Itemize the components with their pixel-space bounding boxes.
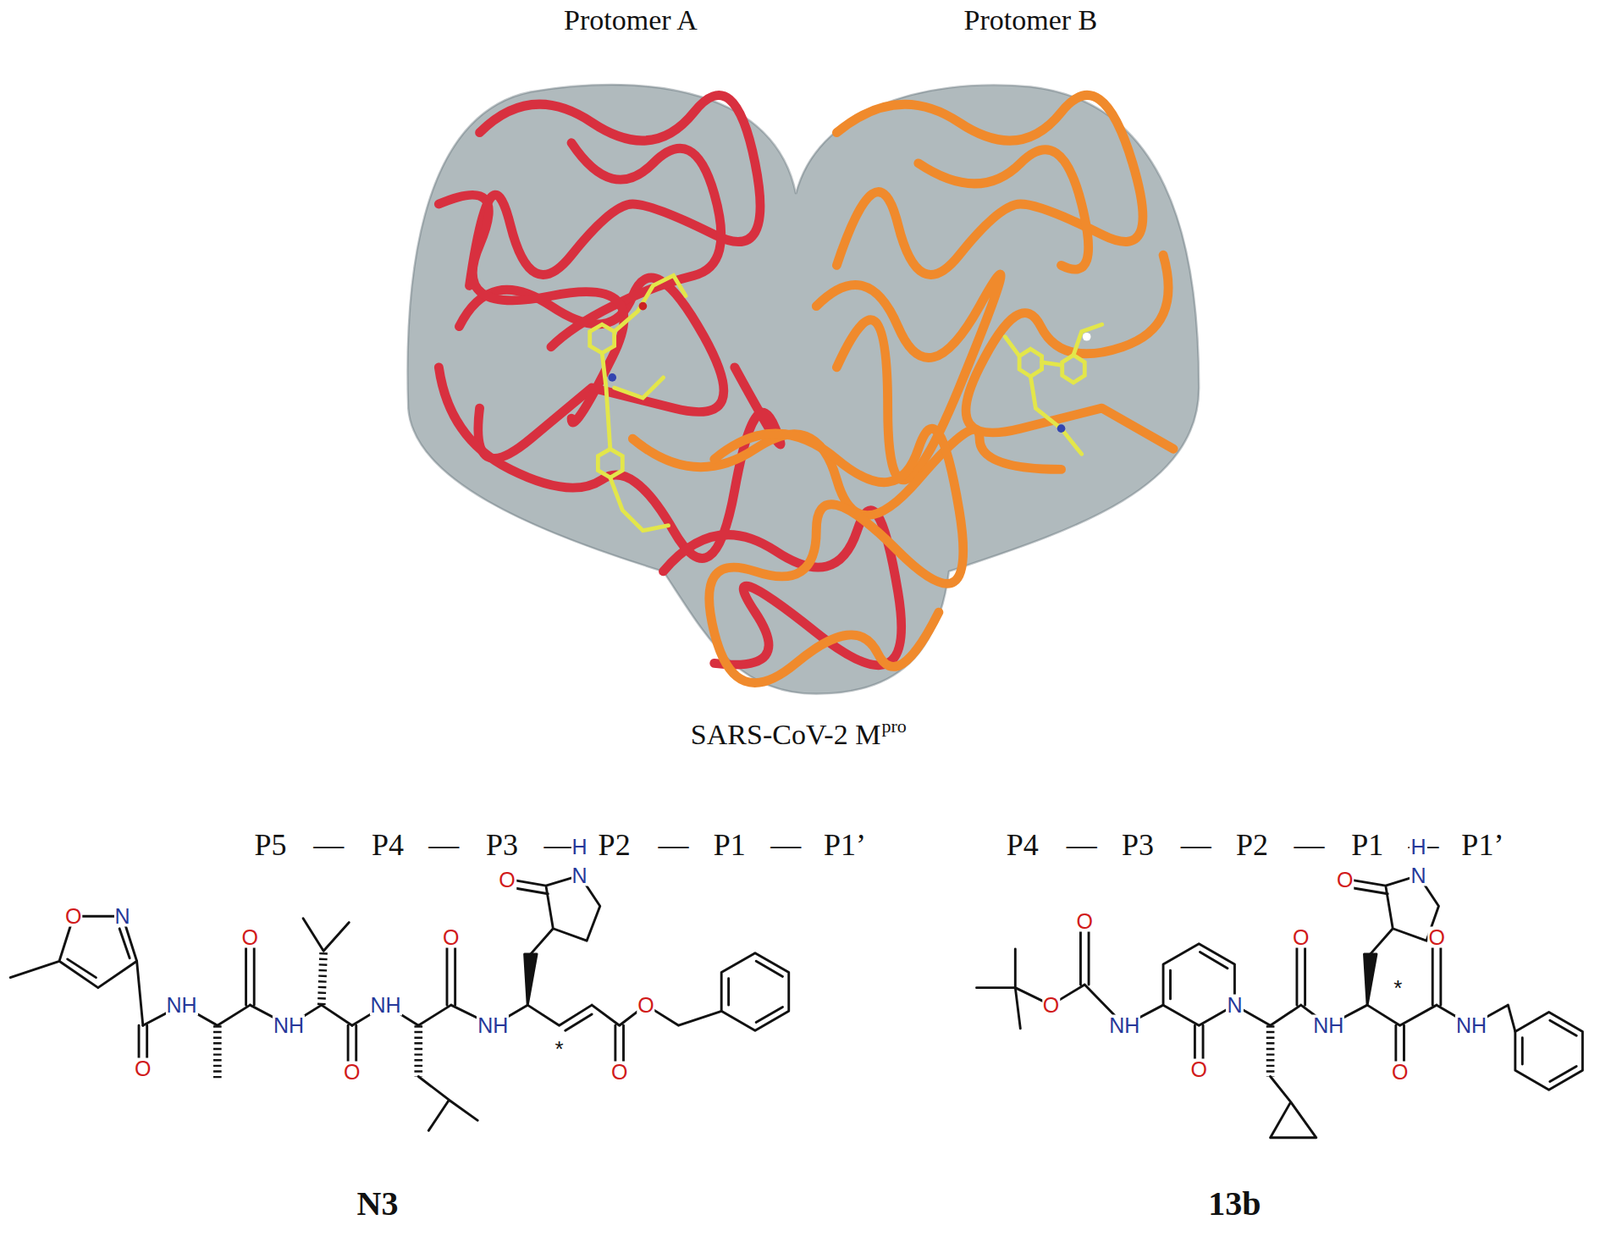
atom-label: NH — [1455, 1015, 1488, 1037]
position-label: P2 — [1235, 829, 1269, 861]
stereo-marker: * — [1393, 976, 1402, 999]
position-label: P1 — [713, 829, 746, 861]
position-label: P4 — [371, 829, 404, 861]
atom-label: NH — [1312, 1015, 1345, 1037]
atom-label: O — [441, 926, 460, 948]
position-label: P2 — [598, 829, 631, 861]
atom-label: NH — [165, 994, 198, 1016]
atom-label: O — [497, 869, 516, 891]
position-dash: — — [1066, 829, 1098, 861]
atom-label: O — [1335, 869, 1354, 891]
atom-label: NH — [272, 1015, 305, 1037]
13b-structure — [976, 875, 1584, 1138]
protomer-a-ribbon — [438, 94, 901, 665]
atom-label: O — [1042, 994, 1060, 1016]
bound-ligand — [590, 275, 1103, 530]
atom-label: O — [1075, 910, 1094, 933]
atom-label: O — [133, 1058, 152, 1080]
atom-label: N — [1409, 865, 1427, 887]
position-dash: — — [1180, 829, 1212, 861]
ligand-heteroatoms — [607, 302, 1091, 433]
position-dash: — — [658, 829, 690, 861]
compound-label: N3 — [357, 1186, 399, 1221]
position-label: P4 — [1006, 829, 1039, 861]
atom-label: NH — [369, 994, 403, 1016]
atom-label: H — [1409, 836, 1427, 858]
atom-label: N — [114, 905, 132, 927]
atom-label: O — [1190, 1059, 1209, 1081]
protein-surface — [407, 84, 1199, 694]
atom-label: O — [636, 994, 655, 1016]
protomer-b-ribbon — [632, 94, 1174, 683]
position-label: P3 — [485, 829, 519, 861]
atom-label: H — [571, 836, 589, 858]
atom-label: O — [610, 1060, 629, 1082]
position-dash: — — [770, 829, 801, 861]
n3-structure — [10, 875, 789, 1131]
position-label: P1 — [1351, 829, 1384, 861]
compound-label: 13b — [1208, 1186, 1261, 1221]
protein-name-superscript: pro — [881, 717, 906, 736]
position-dash: — — [1293, 829, 1325, 861]
position-label: P1’ — [823, 829, 867, 861]
atom-label: O — [1291, 926, 1310, 948]
stereo-marker: * — [554, 1037, 563, 1060]
position-dash: — — [313, 829, 344, 861]
atom-label: N — [1225, 994, 1243, 1016]
atom-label: O — [1390, 1060, 1409, 1082]
position-label: P5 — [253, 829, 287, 861]
protomer-label: Protomer B — [964, 5, 1098, 35]
protomer-label: Protomer A — [563, 5, 698, 35]
atom-label: N — [571, 865, 589, 887]
atom-label: O — [1427, 926, 1446, 948]
protein-name: SARS-CoV-2 M — [690, 720, 882, 750]
atom-label: NH — [1108, 1015, 1141, 1037]
atom-label: O — [342, 1060, 361, 1082]
atom-label: O — [64, 905, 83, 927]
atom-label: O — [241, 926, 260, 948]
atom-label: NH — [476, 1015, 509, 1037]
position-dash: — — [544, 829, 575, 861]
position-dash: — — [428, 829, 459, 861]
position-label: P3 — [1121, 829, 1154, 861]
position-label: P1’ — [1461, 829, 1504, 861]
